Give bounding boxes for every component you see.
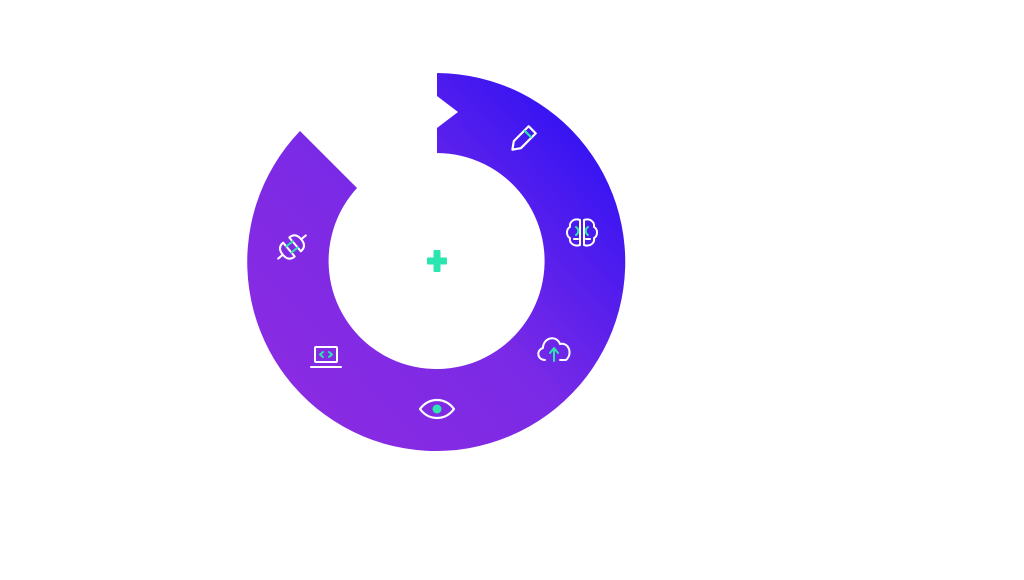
- pencil-icon[interactable]: [509, 125, 537, 153]
- plus-icon: [427, 250, 447, 272]
- eye-icon[interactable]: [418, 398, 456, 420]
- cycle-ring: [247, 73, 626, 451]
- brain-icon[interactable]: [566, 218, 598, 247]
- laptop-code-icon[interactable]: [310, 346, 342, 368]
- plug-icon[interactable]: [272, 229, 311, 266]
- cloud-upload-icon[interactable]: [537, 337, 571, 362]
